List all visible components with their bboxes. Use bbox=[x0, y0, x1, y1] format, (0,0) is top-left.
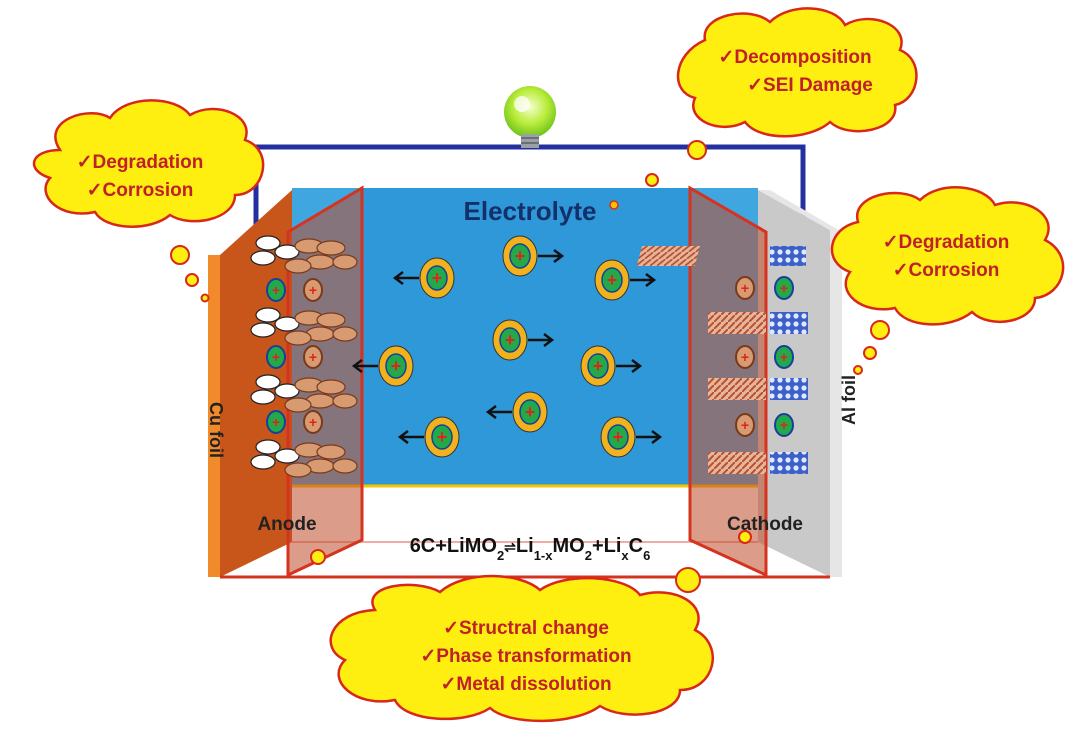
cloud-right-line-1: ✓Degradation bbox=[883, 232, 1010, 253]
cloud-top-left-line-2: ✓Corrosion bbox=[87, 180, 194, 201]
arrow-icon bbox=[636, 430, 663, 444]
svg-text:+: + bbox=[437, 427, 448, 447]
svg-text:+: + bbox=[432, 268, 443, 288]
svg-text:+: + bbox=[741, 349, 749, 365]
lithium-ion-icon: + bbox=[735, 276, 755, 300]
lithium-ion-icon: + bbox=[580, 345, 616, 387]
svg-text:+: + bbox=[505, 330, 516, 350]
cloud-bottom-line-3: ✓Metal dissolution bbox=[440, 674, 611, 695]
reaction-equation: 6C+LiMO2⇌Li1-xMO2+LixC6 bbox=[410, 535, 651, 563]
light-bulb-icon bbox=[504, 86, 556, 148]
cloud-top-left: ✓Degradation ✓Corrosion bbox=[32, 99, 265, 228]
cloud-top-left-line-1: ✓Degradation bbox=[77, 152, 204, 173]
cathode-particles bbox=[636, 246, 808, 474]
svg-text:+: + bbox=[309, 282, 317, 298]
cloud-bottom-line-2: ✓Phase transformation bbox=[420, 646, 631, 667]
svg-text:+: + bbox=[741, 417, 749, 433]
cu-foil-edge bbox=[208, 255, 220, 577]
intercalated-ions: + + + + + + + + + + + + bbox=[266, 276, 794, 437]
anode-particles bbox=[250, 235, 358, 478]
arrow-icon bbox=[630, 273, 657, 287]
lithium-ion-icon: + bbox=[303, 278, 323, 302]
electrolyte-label: Electrolyte bbox=[464, 196, 597, 226]
lithium-ion-icon: + bbox=[266, 410, 286, 434]
svg-text:+: + bbox=[593, 356, 604, 376]
lithium-ion-icon: + bbox=[735, 413, 755, 437]
lithium-ion-icon: + bbox=[512, 391, 548, 433]
lithium-ion-icon: + bbox=[303, 410, 323, 434]
lithium-ion-icon: + bbox=[774, 345, 794, 369]
svg-text:+: + bbox=[741, 280, 749, 296]
anode-layer bbox=[250, 235, 358, 274]
arrow-icon bbox=[397, 430, 424, 444]
cloud-top-right: ✓Decomposition ✓SEI Damage bbox=[676, 7, 918, 138]
anode-layer bbox=[250, 374, 358, 413]
svg-text:+: + bbox=[607, 270, 618, 290]
cathode-label: Cathode bbox=[727, 514, 803, 535]
svg-text:+: + bbox=[309, 349, 317, 365]
cloud-bottom-line-1: ✓Structral change bbox=[443, 618, 609, 639]
lithium-ion-icon: + bbox=[378, 345, 414, 387]
thought-bubble-dots bbox=[170, 140, 890, 593]
svg-text:+: + bbox=[309, 414, 317, 430]
lithium-ion-icon: + bbox=[502, 235, 538, 277]
anode-label: Anode bbox=[257, 514, 316, 535]
arrow-icon bbox=[351, 359, 378, 373]
lithium-ion-icon: + bbox=[266, 278, 286, 302]
lithium-ion-icon: + bbox=[419, 257, 455, 299]
anode-layer bbox=[250, 307, 358, 346]
anode-layer bbox=[250, 439, 358, 478]
cloud-top-right-line-1: ✓Decomposition bbox=[718, 47, 871, 68]
lithium-ion-icon: + bbox=[774, 276, 794, 300]
lithium-ion-icon: + bbox=[600, 416, 636, 458]
svg-text:+: + bbox=[391, 356, 402, 376]
svg-text:+: + bbox=[613, 427, 624, 447]
svg-text:+: + bbox=[272, 349, 280, 365]
lithium-ion-icon: + bbox=[774, 413, 794, 437]
cloud-top-right-line-2: ✓SEI Damage bbox=[747, 75, 873, 96]
lithium-ion-icon: + bbox=[266, 345, 286, 369]
arrow-icon bbox=[392, 271, 419, 285]
cloud-right-line-2: ✓Corrosion bbox=[893, 260, 1000, 281]
arrow-icon bbox=[485, 405, 512, 419]
al-foil-label: Al foil bbox=[839, 375, 859, 425]
svg-text:+: + bbox=[272, 282, 280, 298]
lithium-ion-icon: + bbox=[735, 345, 755, 369]
svg-text:+: + bbox=[780, 349, 788, 365]
arrow-icon bbox=[616, 359, 643, 373]
cloud-bottom: ✓Structral change ✓Phase transformation … bbox=[329, 574, 714, 723]
electrolyte-ions: + + + + + + + + + bbox=[351, 235, 663, 458]
lithium-ion-icon: + bbox=[594, 259, 630, 301]
svg-text:+: + bbox=[780, 280, 788, 296]
lithium-ion-icon: + bbox=[303, 345, 323, 369]
arrow-icon bbox=[528, 333, 555, 347]
svg-text:+: + bbox=[780, 417, 788, 433]
svg-text:+: + bbox=[272, 414, 280, 430]
arrow-icon bbox=[538, 249, 565, 263]
lithium-ion-icon: + bbox=[424, 416, 460, 458]
svg-text:+: + bbox=[525, 402, 536, 422]
lithium-ion-icon: + bbox=[492, 319, 528, 361]
cu-foil-label: Cu foil bbox=[206, 402, 226, 458]
al-foil-edge bbox=[830, 230, 842, 577]
cloud-right: ✓Degradation ✓Corrosion bbox=[830, 186, 1065, 326]
svg-text:+: + bbox=[515, 246, 526, 266]
bubble-dot bbox=[609, 200, 619, 210]
